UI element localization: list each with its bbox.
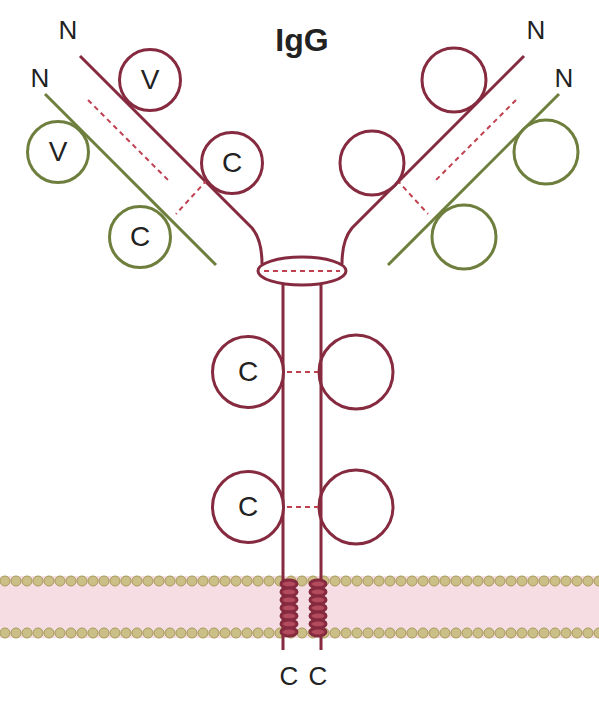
constant-domain: C [200, 131, 264, 195]
lipid-bilayer [0, 576, 599, 638]
domain-label: C [130, 223, 150, 251]
variable-domain: V [118, 48, 182, 112]
terminus-label: C [309, 663, 328, 689]
domain-label: C [238, 493, 258, 521]
domain-label: C [222, 149, 242, 177]
domain-label: V [141, 66, 160, 94]
domain-loops [319, 48, 578, 544]
disulfide-bond [287, 372, 318, 507]
terminus-label: C [280, 663, 299, 689]
domain-label: C [238, 358, 258, 386]
variable-domain: V [26, 120, 90, 184]
molecule-title: IgG [275, 24, 328, 56]
domain-label: V [49, 138, 68, 166]
hinge [258, 257, 346, 285]
constant-domain: C [108, 205, 172, 269]
transmembrane-helix [281, 580, 326, 636]
constant-domain: C [211, 470, 285, 544]
terminus-label: N [59, 17, 78, 43]
terminus-label: N [31, 65, 50, 91]
disulfide-bond [264, 270, 340, 272]
terminus-label: N [555, 65, 574, 91]
terminus-label: N [527, 17, 546, 43]
constant-domain: C [211, 335, 285, 409]
lipid-heads [0, 576, 599, 638]
